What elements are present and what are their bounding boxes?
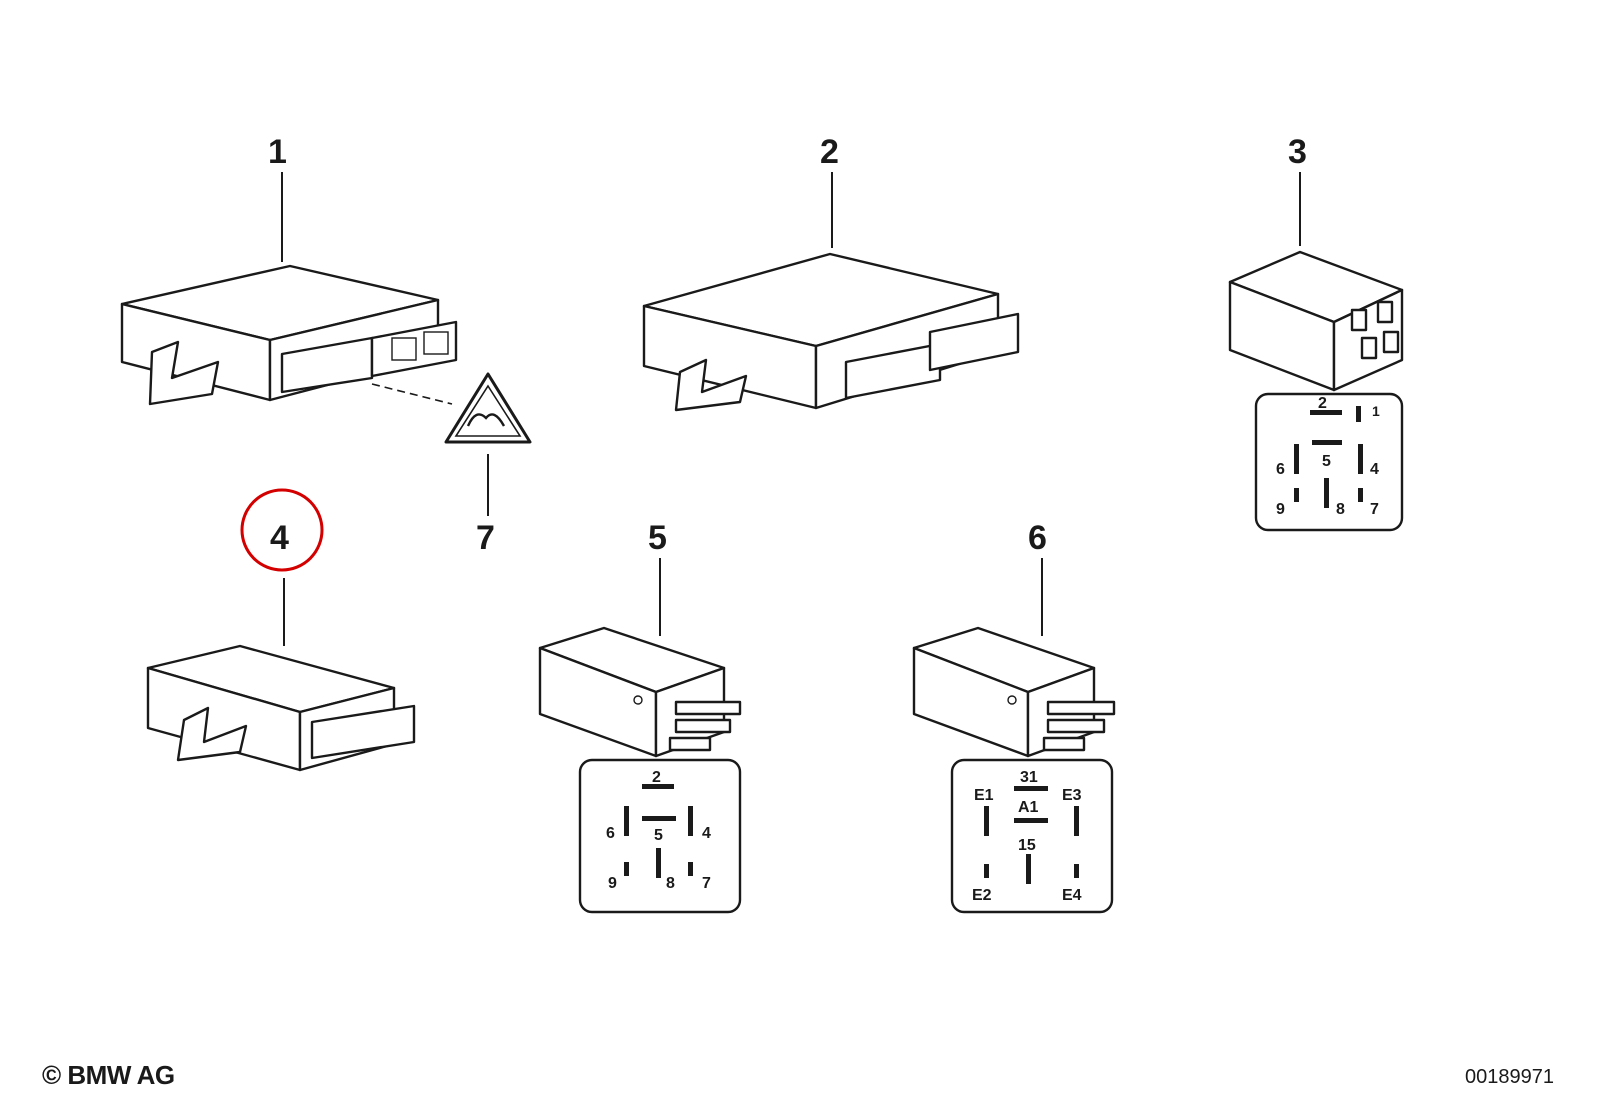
pin-label: 2: [652, 769, 661, 786]
pin-label: 7: [702, 875, 711, 892]
pin-label: 1: [1372, 403, 1380, 419]
part-2-control-unit[interactable]: 2: [642, 133, 1020, 412]
pin-label: E2: [972, 887, 992, 904]
highlight-circle: [240, 488, 324, 572]
pin-label: E4: [1062, 887, 1082, 904]
pin-label: 4: [1370, 461, 1379, 478]
pin-label: 4: [702, 825, 711, 842]
pin-label: 6: [606, 825, 615, 842]
copyright-notice: © BMW AG: [42, 1060, 175, 1090]
callout-3: 3: [1288, 133, 1307, 171]
callout-1: 1: [268, 133, 287, 171]
pin-label: 2: [1318, 395, 1327, 412]
pin-label: A1: [1018, 799, 1039, 816]
part-1-connector-a: [280, 336, 374, 394]
callout-2: 2: [820, 133, 839, 171]
pin-label: 8: [666, 875, 675, 892]
pinout-box-5: [578, 758, 742, 914]
callout-7: 7: [476, 519, 495, 557]
link-line-1-7: [371, 383, 453, 405]
document-number: 00189971: [1465, 1066, 1554, 1088]
part-2-connector-a: [844, 342, 942, 400]
esd-hand-icon: [466, 413, 506, 427]
callout-4: 4: [270, 519, 289, 557]
part-1-control-unit[interactable]: 1: [120, 133, 458, 406]
pin-label: 5: [654, 827, 663, 844]
pin-label: 6: [1276, 461, 1285, 478]
part-5-relay[interactable]: 5 2 6 5 4 9 8 7: [538, 519, 742, 914]
callout-6: 6: [1028, 519, 1047, 557]
pinout-box-6: [950, 758, 1114, 914]
pin-label: 5: [1322, 453, 1331, 470]
part-3-relay[interactable]: 3 2 1 6 5 4 9 8 7: [1228, 133, 1404, 532]
pin-label: 9: [608, 875, 617, 892]
callout-5: 5: [648, 519, 667, 557]
part-6-relay[interactable]: 6 31 E1 A1 E3 15 E2 E4: [912, 519, 1116, 914]
pin-label: E1: [974, 787, 994, 804]
pinout-box-3: [1254, 392, 1404, 532]
part-2-connector-b: [928, 312, 1020, 372]
pin-label: 31: [1020, 769, 1038, 786]
pin-label: 15: [1018, 837, 1036, 854]
pin-label: 8: [1336, 501, 1345, 518]
triangle-icon: [444, 372, 532, 444]
pin-label: 7: [1370, 501, 1379, 518]
pin-label: E3: [1062, 787, 1082, 804]
part-4-bracket: [176, 706, 248, 762]
part-2-bracket: [674, 358, 748, 412]
part-1-connector-b: [370, 320, 458, 378]
part-7-symbol[interactable]: 7: [444, 372, 532, 557]
part-1-bracket: [148, 340, 220, 406]
part-4-connector: [310, 704, 416, 760]
pin-label: 9: [1276, 501, 1285, 518]
part-4-control-unit[interactable]: 4: [146, 488, 416, 772]
